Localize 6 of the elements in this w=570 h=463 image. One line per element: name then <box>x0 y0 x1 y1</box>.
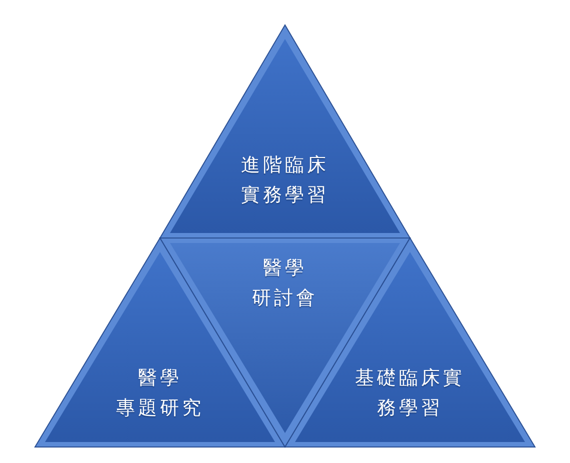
triangle-label: 研討會 <box>251 286 319 311</box>
triangle-label: 進階臨床實務學習 <box>240 153 330 208</box>
triangle-label: 專題研究 <box>115 396 205 421</box>
triangle-label: 醫學 <box>137 366 183 391</box>
triangle-label: 基礎臨床實務學習 <box>355 366 465 421</box>
triangle-label: 醫學 <box>262 256 308 281</box>
